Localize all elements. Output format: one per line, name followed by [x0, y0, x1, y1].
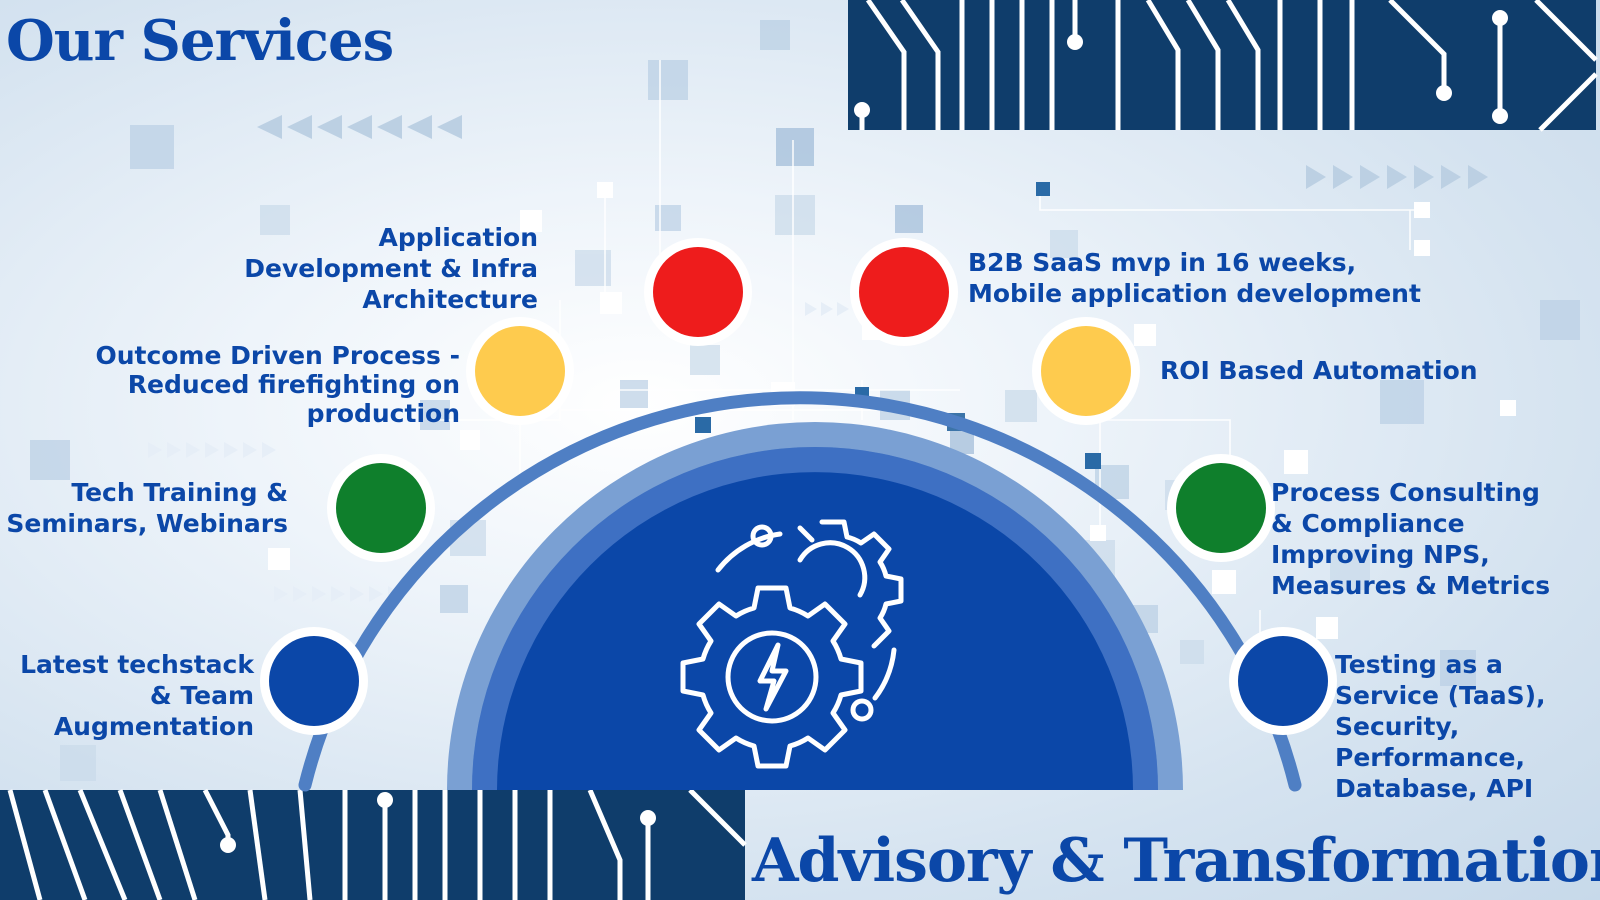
- service-label-tech-training: Tech Training & Seminars, Webinars: [6, 477, 288, 539]
- label-line: Measures & Metrics: [1271, 571, 1551, 600]
- service-label-b2b-saas: B2B SaaS mvp in 16 weeks, Mobile applica…: [968, 247, 1421, 309]
- service-label-app-development: Application Development & Infra Architec…: [244, 222, 538, 315]
- label-line: Development & Infra: [244, 254, 538, 283]
- marker-red-right: [850, 238, 958, 346]
- label-line: Service (TaaS),: [1335, 681, 1546, 710]
- white-squares-decor: [268, 182, 1516, 639]
- marker-blue-right: [1229, 627, 1337, 735]
- label-line: Application: [378, 223, 538, 252]
- service-label-outcome-driven: Outcome Driven Process - Reduced firefig…: [95, 341, 460, 428]
- label-line: Improving NPS,: [1271, 540, 1490, 569]
- label-line: Mobile application development: [968, 279, 1421, 308]
- page-title: Our Services: [6, 8, 394, 74]
- arrow-chevrons-right-decor: [1306, 165, 1488, 189]
- arrow-chevrons-left-decor: [257, 115, 462, 139]
- marker-blue-left: [260, 627, 368, 735]
- service-label-techstack: Latest techstack & Team Augmentation: [20, 649, 254, 742]
- label-line: Security,: [1335, 712, 1460, 741]
- marker-red-left: [644, 238, 752, 346]
- label-line: Database, API: [1335, 774, 1534, 803]
- footer-title: Advisory & Transformation: [752, 826, 1600, 896]
- service-label-process-consulting: Process Consulting & Compliance Improvin…: [1271, 477, 1550, 601]
- label-line: Outcome Driven Process -: [95, 341, 460, 370]
- label-line: Latest techstack: [20, 650, 254, 679]
- label-line: Tech Training &: [71, 478, 288, 507]
- label-line: & Compliance: [1271, 509, 1465, 538]
- label-line: Testing as a: [1335, 650, 1503, 679]
- label-line: production: [306, 399, 460, 428]
- label-line: Process Consulting: [1271, 478, 1540, 507]
- services-arc: [298, 391, 1302, 792]
- arrow-chevrons-small-decor: [148, 302, 849, 602]
- label-line: B2B SaaS mvp in 16 weeks,: [968, 248, 1357, 277]
- label-line: ROI Based Automation: [1160, 356, 1478, 385]
- circuit-panel-bottom-left: [0, 788, 747, 900]
- label-line: & Team: [149, 681, 254, 710]
- central-dome: [447, 422, 1183, 790]
- label-line: Architecture: [362, 285, 538, 314]
- label-line: Reduced firefighting on: [127, 370, 460, 399]
- marker-green-right: [1167, 454, 1275, 562]
- marker-yellow-right: [1032, 317, 1140, 425]
- label-line: Seminars, Webinars: [6, 509, 288, 538]
- label-line: Augmentation: [53, 712, 254, 741]
- service-label-testing: Testing as a Service (TaaS), Security, P…: [1335, 649, 1546, 804]
- circuit-traces-decor: [430, 60, 1420, 640]
- marker-green-left: [327, 454, 435, 562]
- marker-yellow-left: [466, 317, 574, 425]
- service-label-roi-automation: ROI Based Automation: [1160, 355, 1478, 386]
- label-line: Performance,: [1335, 743, 1525, 772]
- circuit-panel-top-right: [848, 0, 1598, 132]
